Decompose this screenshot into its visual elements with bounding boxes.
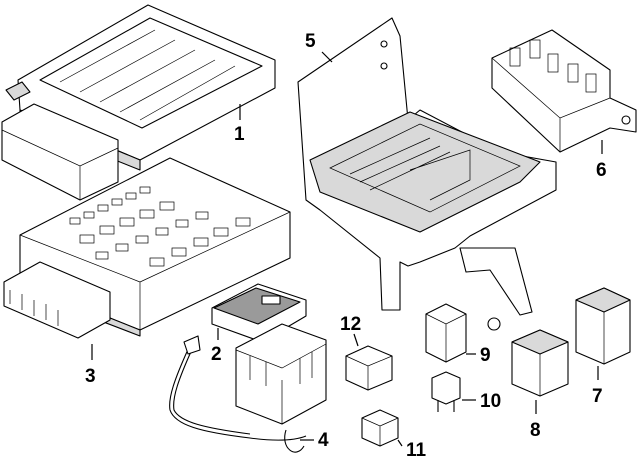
relay-cube-8-part	[511, 329, 569, 397]
callout-1: 1	[234, 124, 245, 145]
terminal-block-part	[491, 29, 637, 153]
callout-8: 8	[530, 420, 541, 441]
callout-2: 2	[211, 344, 222, 365]
mini-relay-12-part	[345, 345, 393, 391]
fuse-box-cover-part	[1, 4, 276, 201]
small-relay-11-part	[361, 409, 399, 447]
callout-7: 7	[592, 386, 603, 407]
callout-6: 6	[596, 160, 607, 181]
callout-10: 10	[480, 391, 501, 412]
callout-3: 3	[85, 366, 96, 387]
callout-12: 12	[340, 314, 361, 335]
fuse-cap-7-part	[575, 287, 631, 365]
callout-5: 5	[305, 31, 316, 52]
callout-9: 9	[480, 345, 491, 366]
fuse-relay-box-part	[3, 157, 291, 339]
callout-11: 11	[406, 440, 427, 461]
maxi-fuse-9-part	[425, 303, 467, 363]
mounting-bracket-part	[297, 17, 557, 331]
leader-lines	[91, 51, 603, 447]
wire-harness-part	[169, 323, 327, 453]
mini-fuse-10-part	[431, 371, 461, 412]
callout-4: 4	[318, 430, 329, 451]
